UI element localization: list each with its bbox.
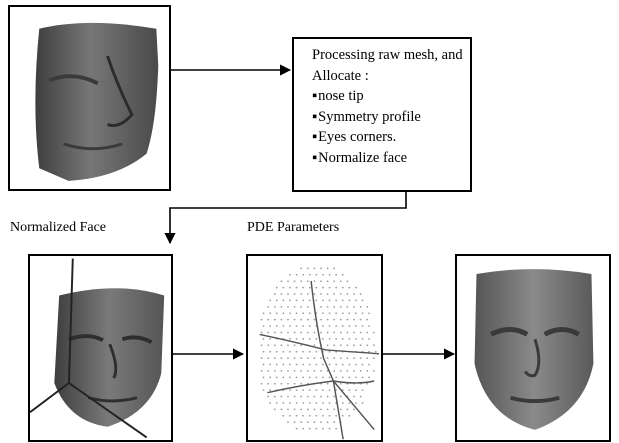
raw-face-mesh-image [10,7,169,189]
normalized-face-image [30,256,171,440]
normalized-face-panel [28,254,173,442]
bullet-eyes-corners: Eyes corners. [312,127,462,148]
bullet-symmetry-profile: Symmetry profile [312,107,462,128]
reconstructed-face-image [457,256,609,440]
processing-line-2: Allocate : [312,66,462,87]
processing-box: Processing raw mesh, and Allocate : nose… [292,37,472,192]
caption-pde-parameters: PDE Parameters [247,220,339,236]
bullet-normalize-face: Normalize face [312,148,462,169]
pde-point-cloud-image [248,256,381,440]
raw-mesh-panel [8,5,171,191]
caption-normalized-face: Normalized Face [10,220,106,236]
pde-parameters-panel [246,254,383,442]
processing-line-1: Processing raw mesh, and [312,45,462,66]
bullet-nose-tip: nose tip [312,86,462,107]
reconstructed-face-panel [455,254,611,442]
